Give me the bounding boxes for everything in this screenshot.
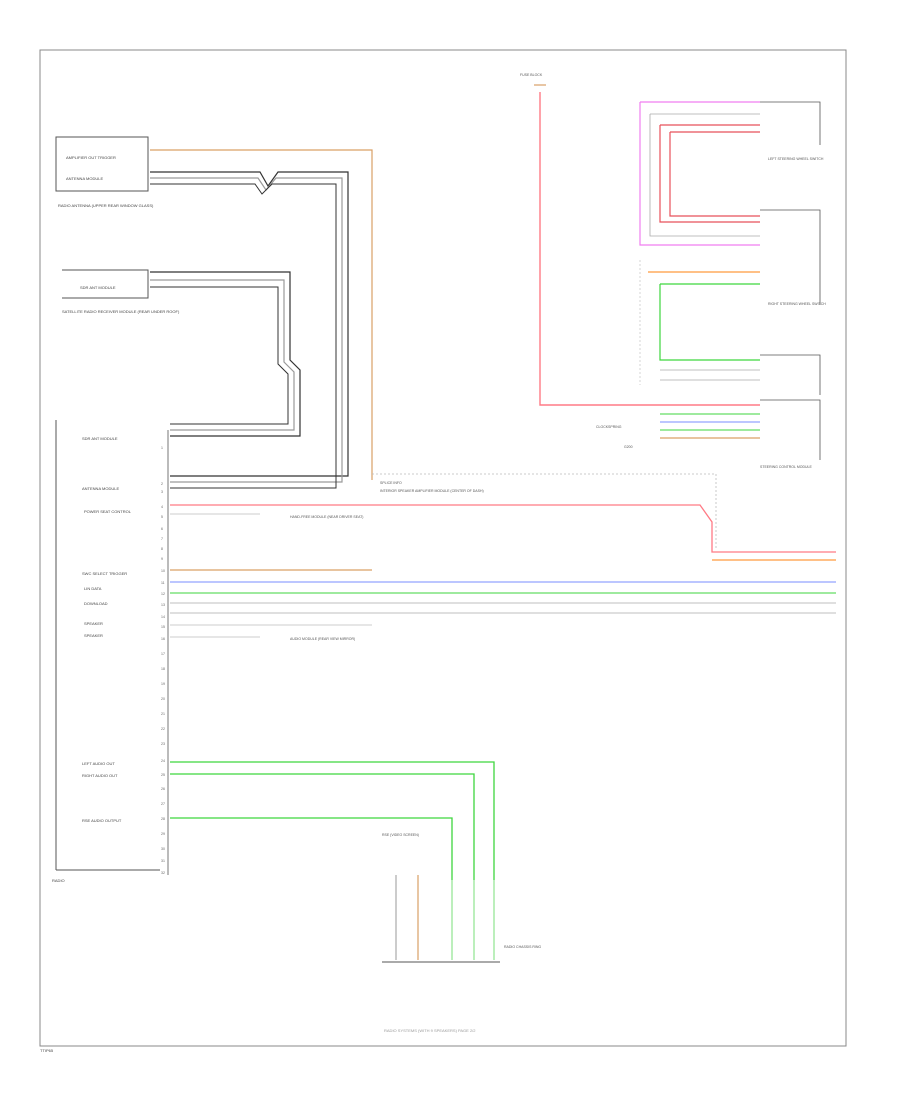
svg-text:7: 7 [161, 537, 163, 541]
svg-text:11: 11 [161, 581, 165, 585]
radio-label-rse-audio: RSE AUDIO OUTPUT [82, 818, 122, 823]
footer-note: RADIO SYSTEMS (WITH 9 SPEAKERS) PAGE 2/2 [384, 1028, 476, 1033]
svg-text:5: 5 [161, 515, 163, 519]
radio-label-download: DOWNLOAD [84, 601, 108, 606]
center-module-note: INTERIOR SPEAKER AMPLIFIER MODULE (CENTE… [380, 489, 484, 493]
svg-text:22: 22 [161, 727, 165, 731]
center-conn-note-2: AUDIO MODULE (REAR VIEW MIRROR) [290, 637, 355, 641]
svg-text:18: 18 [161, 667, 165, 671]
radio-label-antenna: ANTENNA MODULE [82, 486, 119, 491]
radio-label-sdr: SDR ANT MODULE [82, 436, 118, 441]
svg-text:2: 2 [161, 482, 163, 486]
fuse-block-caption: FUSE BLOCK [520, 73, 543, 77]
radio-wires [170, 504, 836, 880]
center-conn-note-1: HAND-FREE MODULE (NEAR DRIVER SEAT) [290, 515, 363, 519]
svg-text:15: 15 [161, 625, 165, 629]
sdr-ant-module: SDR ANT MODULE SATELLITE RADIO RECEIVER … [62, 269, 180, 314]
radio-label-right-audio: RIGHT AUDIO OUT [82, 773, 118, 778]
page-code: TTIP65 [40, 1048, 54, 1053]
radio-label-speaker-1: SPEAKER [84, 621, 103, 626]
rse-connector: RSE (VIDEO SCREEN) RADIO CHASSIS RING [382, 833, 541, 963]
radio-label-left-audio: LEFT AUDIO OUT [82, 761, 115, 766]
radio-label-lin: LIN DATA [84, 586, 102, 591]
svg-text:25: 25 [161, 773, 165, 777]
svg-text:14: 14 [161, 615, 165, 619]
svg-text:12: 12 [161, 592, 165, 596]
svg-text:28: 28 [161, 817, 165, 821]
svg-text:16: 16 [161, 637, 165, 641]
svg-text:29: 29 [161, 832, 165, 836]
radio-label-swc: SWC SELECT TRIGGER [82, 571, 127, 576]
left-switch-label: LEFT STEERING WHEEL SWITCH [768, 157, 824, 161]
svg-text:23: 23 [161, 742, 165, 746]
right-switch-label: RIGHT STEERING WHEEL SWITCH [768, 302, 826, 306]
antenna-module-label-bottom: ANTENNA MODULE [66, 176, 103, 181]
steering-switches: LEFT STEERING WHEEL SWITCH RIGHT STEERIN… [596, 101, 826, 469]
radio-label-power: POWER SEAT CONTROL [84, 509, 132, 514]
svg-text:24: 24 [161, 759, 165, 763]
antenna-module: AMPLIFIER OUT TRIGGER ANTENNA MODULE RAD… [55, 136, 154, 208]
antenna-module-caption: RADIO ANTENNA (UPPER REAR WINDOW GLASS) [58, 203, 154, 208]
svg-text:26: 26 [161, 787, 165, 791]
steering-module-label: STEERING CONTROL MODULE [760, 465, 812, 469]
svg-text:21: 21 [161, 712, 165, 716]
svg-text:32: 32 [161, 871, 165, 875]
sdr-module-label: SDR ANT MODULE [80, 285, 116, 290]
clockspring-note: CLOCKSPRING [596, 425, 622, 429]
svg-text:4: 4 [161, 505, 163, 509]
rse-connector-caption: RADIO CHASSIS RING [504, 945, 541, 949]
svg-text:19: 19 [161, 682, 165, 686]
svg-text:6: 6 [161, 527, 163, 531]
center-note-box: SPLICE INFO INTERIOR SPEAKER AMPLIFIER M… [290, 473, 717, 641]
svg-text:27: 27 [161, 802, 165, 806]
svg-text:8: 8 [161, 547, 163, 551]
fuse-feed: FUSE BLOCK [520, 73, 760, 406]
sdr-module-caption: SATELLITE RADIO RECEIVER MODULE (REAR UN… [62, 309, 180, 314]
svg-text:3: 3 [161, 490, 163, 494]
ground-label: G200 [624, 445, 633, 449]
svg-text:30: 30 [161, 847, 165, 851]
svg-text:13: 13 [161, 603, 165, 607]
radio-caption: RADIO [52, 878, 65, 883]
svg-text:1: 1 [161, 446, 163, 450]
radio-label-speaker-2: SPEAKER [84, 633, 103, 638]
diagram-frame [39, 49, 847, 1047]
svg-text:9: 9 [161, 557, 163, 561]
svg-text:20: 20 [161, 697, 165, 701]
svg-text:10: 10 [161, 569, 165, 573]
rse-connector-note: RSE (VIDEO SCREEN) [382, 833, 419, 837]
antenna-module-label-top: AMPLIFIER OUT TRIGGER [66, 155, 116, 160]
svg-text:31: 31 [161, 859, 165, 863]
coax-wires [150, 149, 373, 489]
center-splice-note: SPLICE INFO [380, 481, 402, 485]
svg-text:17: 17 [161, 652, 165, 656]
radio-unit: SDR ANT MODULE ANTENNA MODULE POWER SEAT… [52, 420, 169, 883]
